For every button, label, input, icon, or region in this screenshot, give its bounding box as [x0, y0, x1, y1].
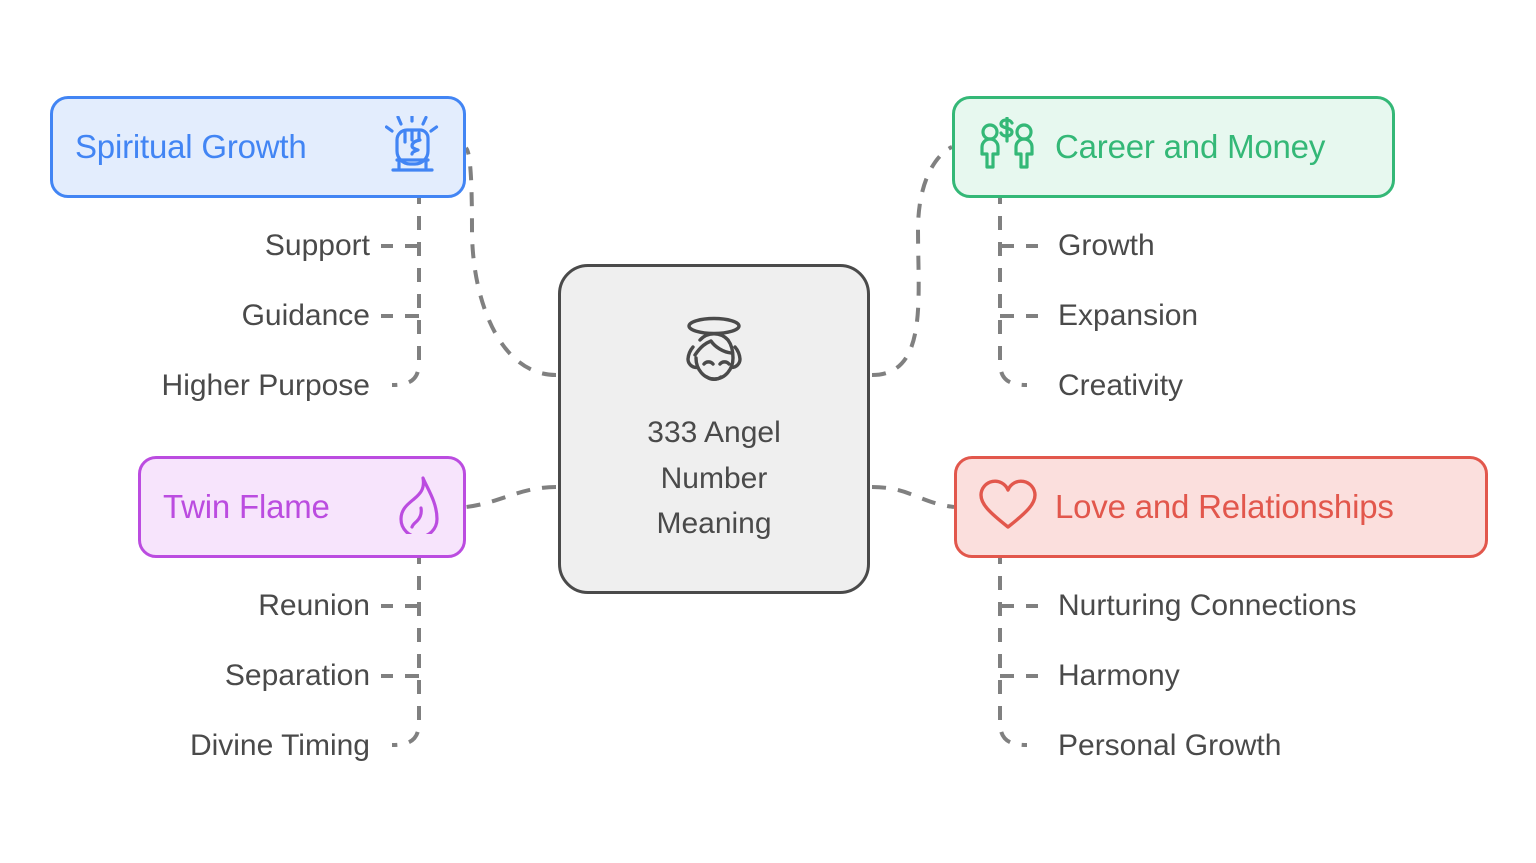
heart-icon [979, 479, 1037, 536]
raised-fist-icon [384, 114, 441, 179]
trunk-spiritual-growth [391, 190, 421, 387]
branch-label-love-and-relationships: Love and Relationships [1055, 487, 1394, 525]
sub-item-nurturing-connections[interactable]: Nurturing Connections [1058, 589, 1357, 622]
branch-node-twin-flame[interactable]: Twin Flame [138, 456, 466, 558]
trunk-career-and-money [998, 190, 1028, 387]
branch-label-twin-flame: Twin Flame [163, 487, 330, 525]
flame-icon [391, 475, 441, 539]
trunk-love-and-relationships [998, 550, 1028, 747]
branch-node-spiritual-growth[interactable]: Spiritual Growth [50, 96, 466, 198]
branch-node-career-and-money[interactable]: Career and Money [952, 96, 1395, 198]
people-money-icon [977, 115, 1037, 178]
link-center-career-and-money [871, 145, 953, 377]
sub-item-reunion[interactable]: Reunion [258, 589, 370, 622]
sub-item-growth[interactable]: Growth [1058, 229, 1155, 262]
branch-node-love-and-relationships[interactable]: Love and Relationships [954, 456, 1488, 558]
trunk-twin-flame [391, 550, 421, 747]
branch-label-spiritual-growth: Spiritual Growth [75, 127, 307, 165]
sub-item-harmony[interactable]: Harmony [1058, 659, 1180, 692]
sub-item-personal-growth[interactable]: Personal Growth [1058, 729, 1282, 762]
link-center-spiritual-growth [464, 146, 557, 377]
sub-item-divine-timing[interactable]: Divine Timing [189, 729, 370, 762]
sub-item-expansion[interactable]: Expansion [1058, 299, 1199, 332]
branch-label-career-and-money: Career and Money [1055, 127, 1326, 165]
sub-item-higher-purpose[interactable]: Higher Purpose [161, 369, 370, 402]
center-node[interactable]: 333 Angel Number Meaning [558, 264, 870, 594]
sub-item-separation[interactable]: Separation [224, 659, 370, 692]
sub-item-guidance[interactable]: Guidance [241, 299, 370, 332]
sub-item-creativity[interactable]: Creativity [1058, 369, 1184, 402]
center-node-title: 333 Angel Number Meaning [647, 416, 781, 541]
angel-face-icon [668, 311, 760, 402]
link-center-love-and-relationships [871, 485, 955, 509]
link-center-twin-flame [465, 485, 557, 509]
sub-item-support[interactable]: Support [264, 229, 370, 262]
